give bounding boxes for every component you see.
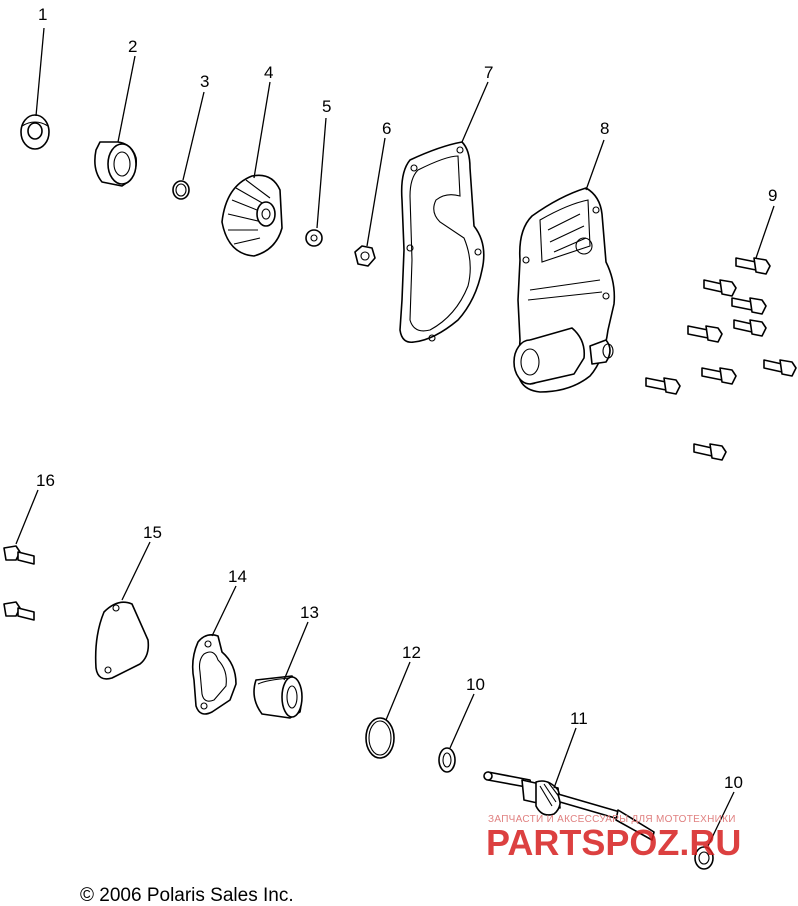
bolt bbox=[763, 359, 797, 377]
callout-12: 12 bbox=[402, 643, 421, 662]
callout-2: 2 bbox=[128, 37, 137, 56]
callout-14: 14 bbox=[228, 567, 247, 586]
part-9-bolts bbox=[645, 257, 797, 461]
part-8-pump-cover bbox=[513, 187, 616, 393]
part-2-bearing bbox=[94, 141, 138, 187]
callout-7: 7 bbox=[484, 63, 493, 82]
part-12-o-ring bbox=[365, 717, 395, 759]
callout-6: 6 bbox=[382, 119, 391, 138]
part-4-impeller bbox=[221, 174, 283, 257]
callout-4: 4 bbox=[264, 63, 273, 82]
copyright-notice: © 2006 Polaris Sales Inc. bbox=[80, 885, 294, 906]
part-15-cover-plate bbox=[94, 601, 150, 680]
part-7-gasket bbox=[399, 141, 485, 344]
part-10-washer bbox=[438, 747, 456, 773]
callout-1: 1 bbox=[38, 5, 47, 24]
callout-5: 5 bbox=[322, 97, 331, 116]
callout-13: 13 bbox=[300, 603, 319, 622]
part-11-pump-shaft bbox=[483, 771, 655, 841]
callout-9: 9 bbox=[768, 186, 777, 205]
callout-8: 8 bbox=[600, 119, 609, 138]
watermark-brand: PARTSPOZ.RU bbox=[486, 822, 741, 863]
part-1-seal bbox=[20, 114, 50, 150]
bolt bbox=[703, 279, 737, 297]
bolt bbox=[3, 601, 35, 621]
callout-10-lower: 10 bbox=[724, 773, 743, 792]
bolt bbox=[687, 325, 723, 343]
part-10-washer-lower bbox=[694, 846, 714, 870]
bolt bbox=[701, 367, 737, 385]
callout-11: 11 bbox=[570, 709, 588, 728]
part-6-nut bbox=[354, 245, 376, 267]
bolt bbox=[731, 297, 767, 315]
callout-15: 15 bbox=[143, 523, 162, 542]
part-3-o-ring bbox=[172, 180, 190, 200]
bolt bbox=[645, 377, 681, 395]
callout-3: 3 bbox=[200, 72, 209, 91]
callout-16: 16 bbox=[36, 471, 55, 490]
part-16-bolts bbox=[3, 545, 35, 621]
callout-10-upper: 10 bbox=[466, 675, 485, 694]
part-13-bushing bbox=[253, 675, 303, 719]
bolt bbox=[3, 545, 35, 565]
part-14-gasket bbox=[191, 634, 237, 715]
bolt bbox=[735, 257, 771, 275]
watermark-tagline: ЗАПЧАСТИ И АКСЕССУАРЫ ДЛЯ МОТОТЕХНИКИ bbox=[488, 814, 736, 825]
bolt bbox=[693, 443, 727, 461]
part-5-washer bbox=[305, 229, 323, 247]
bolt bbox=[733, 319, 767, 337]
